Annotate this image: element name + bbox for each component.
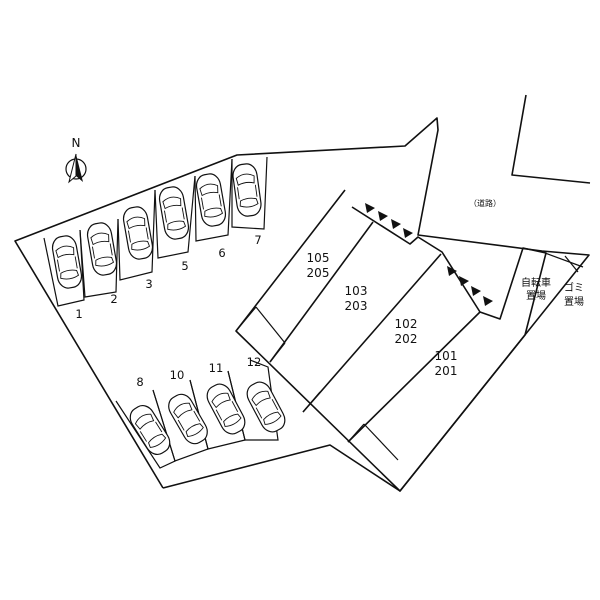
apartment-building — [235, 189, 547, 492]
parking-number: 1 — [75, 307, 82, 321]
parking-stall-2 — [79, 218, 119, 298]
car-icon — [194, 171, 228, 229]
unit-number-ground: 105 — [307, 251, 330, 265]
porch-line — [235, 306, 257, 332]
car-icon — [125, 400, 175, 460]
building-outline — [235, 189, 547, 492]
stair-arrow-icon — [483, 296, 493, 306]
porch-line — [255, 306, 286, 344]
car-icon — [85, 220, 119, 278]
road-label: （道路） — [469, 198, 501, 208]
stair-arrow-icon — [403, 228, 413, 238]
stair-markers — [365, 203, 493, 306]
parking-number: 5 — [181, 259, 188, 273]
unit-number-ground: 102 — [395, 317, 418, 331]
stair-arrow-icon — [459, 276, 469, 286]
unit-number-ground: 101 — [435, 349, 458, 363]
unit-labels: 105 205 103 203 102 202 101 201 — [307, 251, 458, 378]
parking-number: 7 — [254, 233, 261, 247]
facility-area: 自転車 置場 ゴミ 置場 — [521, 252, 584, 308]
stair-arrow-icon — [471, 286, 481, 296]
parking-number: 11 — [209, 361, 224, 375]
porch-line — [269, 342, 286, 363]
car-icon — [164, 389, 212, 449]
car-icon — [121, 204, 155, 262]
parking-number: 10 — [170, 368, 185, 382]
parking-stall-3 — [117, 189, 156, 281]
stair-arrow-icon — [447, 266, 457, 276]
unit-number-upper: 203 — [345, 299, 368, 313]
upper-parking-labels: 1 2 3 5 6 7 — [75, 233, 261, 321]
parking-stall-6 — [194, 158, 233, 242]
site-boundary — [14, 117, 590, 492]
unit-number-upper: 202 — [395, 332, 418, 346]
neighbor-building-outline — [511, 94, 591, 184]
porch-line — [363, 423, 399, 461]
parking-number: 3 — [145, 277, 152, 291]
car-icon — [202, 379, 250, 439]
parking-number: 2 — [110, 292, 117, 306]
parking-number: 8 — [136, 375, 143, 389]
garbage-area-label: ゴミ — [564, 281, 584, 294]
porch-line — [347, 423, 365, 443]
unit-divider — [269, 221, 374, 363]
porch-line — [302, 391, 321, 413]
unit-number-upper: 201 — [435, 364, 458, 378]
unit-number-upper: 205 — [307, 266, 330, 280]
parking-stall-7 — [231, 156, 268, 230]
garbage-area-divider — [564, 255, 579, 273]
car-icon — [157, 184, 191, 242]
car-icon — [230, 161, 264, 219]
bicycle-parking-label: 置場 — [526, 289, 546, 302]
compass-letter: N — [72, 136, 81, 150]
parking-stall-1 — [43, 229, 85, 307]
unit-number-ground: 103 — [345, 284, 368, 298]
unit-divider — [347, 311, 481, 443]
car-icon — [50, 233, 84, 291]
car-icon — [242, 377, 290, 437]
parking-number: 12 — [247, 355, 262, 369]
compass: N — [65, 136, 87, 184]
stair-arrow-icon — [378, 211, 388, 221]
garbage-area-divider — [544, 252, 584, 268]
stair-arrow-icon — [365, 203, 375, 213]
lower-parking-labels: 8 10 11 12 — [136, 355, 261, 389]
north-arrow-icon — [76, 154, 83, 182]
garbage-area-label: 置場 — [564, 295, 584, 308]
bicycle-parking-label: 自転車 — [521, 276, 551, 289]
unit-divider — [302, 253, 442, 413]
stair-arrow-icon — [391, 219, 401, 229]
parking-number: 6 — [218, 246, 225, 260]
upper-parking-row — [43, 156, 268, 307]
parking-stall-5 — [154, 175, 196, 259]
